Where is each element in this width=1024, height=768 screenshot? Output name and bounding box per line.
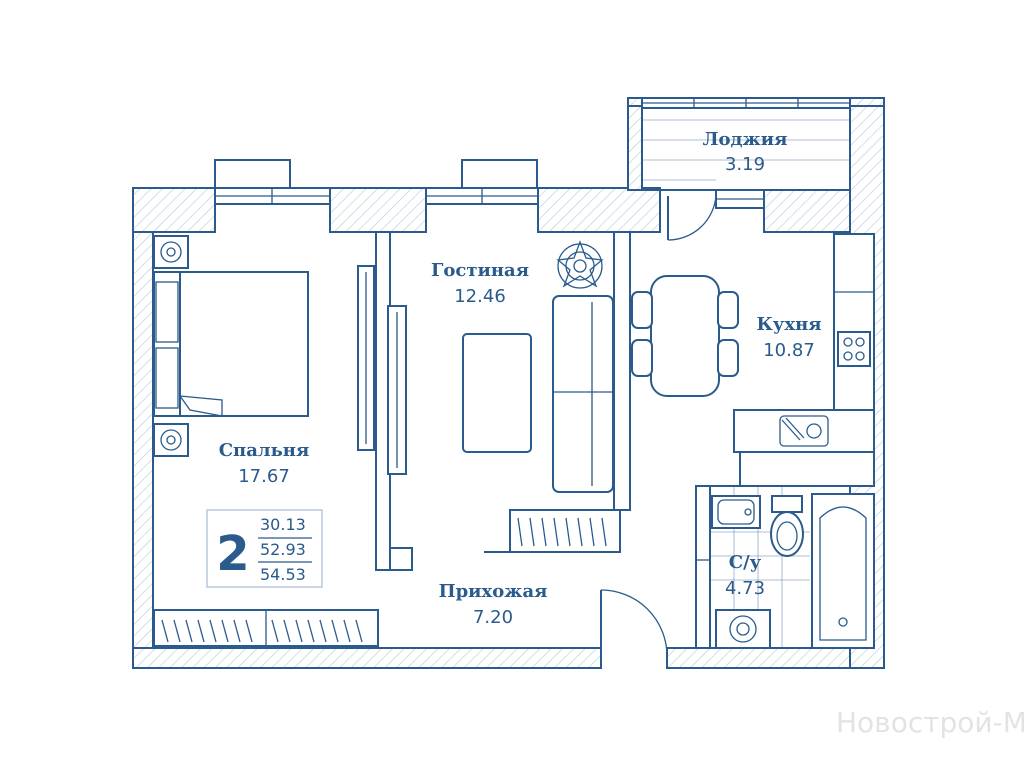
living-furniture bbox=[387, 240, 621, 553]
room-labels: Лоджия 3.19 Гостиная 12.46 Кухня 10.87 С… bbox=[219, 129, 822, 628]
rooms-count: 2 bbox=[216, 526, 249, 582]
living-area-total: 30.13 bbox=[260, 515, 306, 534]
total-area: 52.93 bbox=[260, 540, 306, 559]
kitchen-furniture bbox=[631, 233, 875, 453]
loggia-name: Лоджия bbox=[703, 129, 788, 150]
bathroom-fixtures bbox=[710, 486, 875, 649]
hall-name: Прихожая bbox=[439, 581, 548, 602]
kitchen-area: 10.87 bbox=[763, 340, 815, 361]
plant-icon bbox=[556, 240, 604, 289]
bedroom-area: 17.67 bbox=[238, 466, 290, 487]
area-summary: 2 30.13 52.93 54.53 bbox=[206, 509, 323, 588]
bedroom-name: Спальня bbox=[219, 440, 310, 461]
hall-area: 7.20 bbox=[473, 607, 513, 628]
watermark: Новострой-М bbox=[836, 706, 1024, 739]
bath-name: С/у bbox=[729, 552, 762, 573]
windows bbox=[214, 97, 851, 209]
total-area-with-loggia: 54.53 bbox=[260, 565, 306, 584]
doors bbox=[600, 194, 717, 657]
kitchen-name: Кухня bbox=[756, 314, 821, 335]
loggia-tiles bbox=[642, 119, 850, 191]
living-area: 12.46 bbox=[454, 286, 506, 307]
living-name: Гостиная bbox=[431, 260, 529, 281]
bath-area: 4.73 bbox=[725, 578, 765, 599]
bedroom-furniture bbox=[153, 235, 379, 647]
loggia-area: 3.19 bbox=[725, 154, 765, 175]
interior-walls bbox=[375, 231, 875, 649]
